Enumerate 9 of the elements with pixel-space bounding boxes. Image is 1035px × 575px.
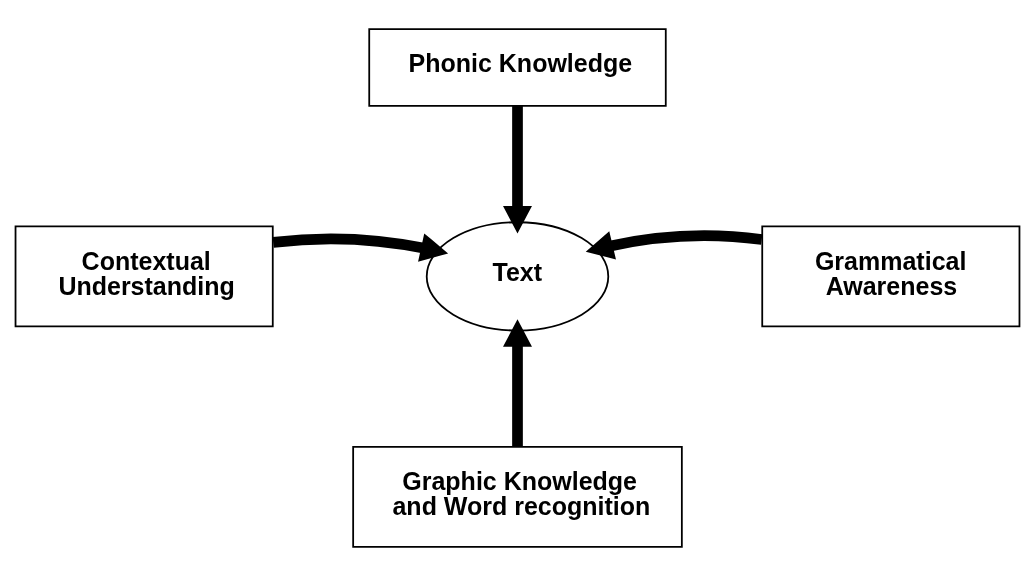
node-box: Grammatical Awareness [761, 224, 1021, 327]
arrow [503, 105, 532, 234]
node-box: Contextual Understanding [14, 224, 274, 327]
arrow [272, 232, 449, 262]
arrow [585, 229, 763, 259]
node-box: Phonic Knowledge [368, 27, 667, 107]
node-box: Graphic Knowledge and Word recognition [352, 445, 683, 548]
node-ellipse: Text [425, 220, 610, 331]
arrow [503, 318, 532, 447]
